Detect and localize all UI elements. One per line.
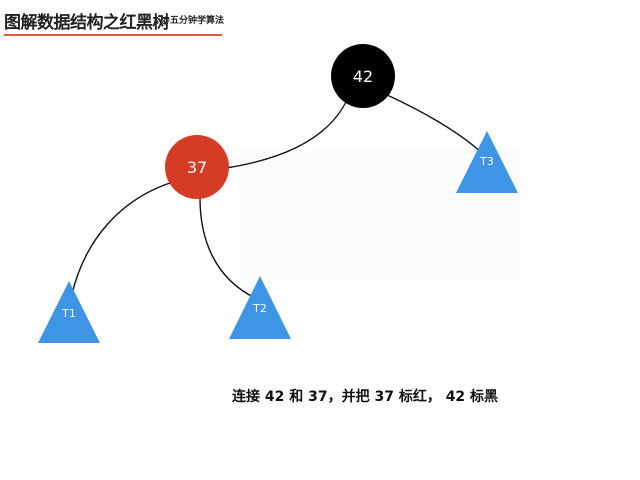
tree-node-42: 42	[331, 44, 395, 108]
edge-37-t1	[71, 182, 171, 295]
node-label: 37	[187, 158, 207, 177]
edge-42-t3	[384, 93, 485, 156]
node-circle-red	[165, 135, 229, 199]
triangle-icon	[456, 131, 518, 193]
page-title: 图解数据结构之红黑树	[4, 13, 170, 33]
subtree-t1: T1	[38, 281, 100, 343]
subtree-label: T1	[61, 307, 76, 320]
tree-node-37: 37	[165, 135, 229, 199]
author-tag: @五分钟学算法	[161, 16, 225, 26]
subtree-label: T2	[252, 302, 267, 315]
triangle-icon	[38, 281, 100, 343]
subtree-t3: T3	[456, 131, 518, 193]
header-underline	[4, 34, 222, 36]
edge-42-37	[225, 99, 348, 169]
step-caption: 连接 42 和 37，并把 37 标红， 42 标黑	[232, 389, 499, 405]
node-label: 42	[353, 67, 373, 86]
edge-37-t2	[199, 197, 256, 299]
triangle-icon	[229, 276, 291, 339]
node-circle-black	[331, 44, 395, 108]
subtree-label: T3	[479, 155, 494, 168]
subtree-t2: T2	[229, 276, 291, 339]
header: 图解数据结构之红黑树 @五分钟学算法	[4, 8, 225, 36]
